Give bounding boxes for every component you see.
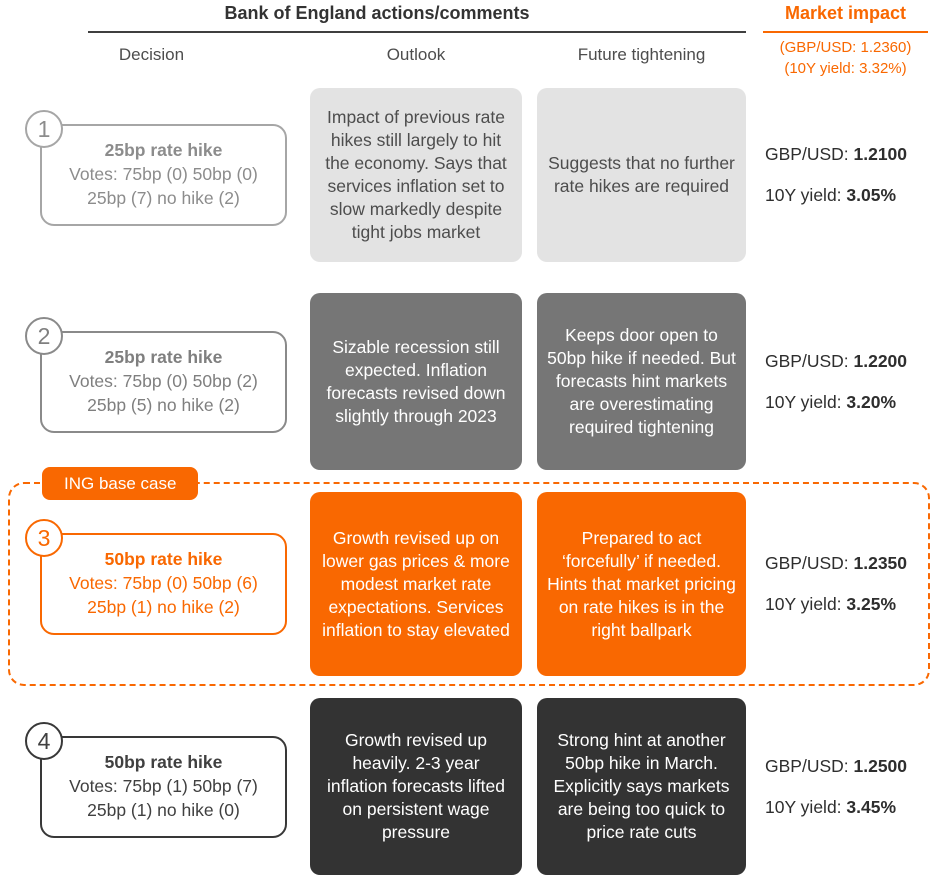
gbpusd-line: GBP/USD: 1.2200 [765,351,930,372]
yield-value: 3.20% [846,391,897,412]
decision-box: 4 50bp rate hike Votes: 75bp (1) 50bp (7… [25,721,287,838]
scenario-number-badge: 1 [25,110,63,148]
future-tightening-box: Keeps door open to 50bp hike if needed. … [537,293,746,470]
scenario-number-badge: 2 [25,316,63,355]
decision-cell: 2 25bp rate hike Votes: 75bp (0) 50bp (2… [8,316,295,433]
decision-box: 2 25bp rate hike Votes: 75bp (0) 50bp (2… [25,316,287,433]
decision-title: 25bp rate hike [104,346,223,367]
future-tightening-box: Strong hint at another 50bp hike in Marc… [537,698,746,875]
gbpusd-label: GBP/USD: [765,350,854,371]
future-tightening-box: Prepared to act ‘forcefully’ if needed. … [537,492,746,676]
yield-label: 10Y yield: [765,391,847,412]
outlook-text: Impact of previous rate hikes still larg… [325,107,507,242]
votes-line-1: Votes: 75bp (0) 50bp (0) [69,164,258,184]
scenario-number-badge: 4 [25,721,63,760]
decision-box: 3 50bp rate hike Votes: 75bp (0) 50bp (6… [25,519,287,635]
votes-line-2: 25bp (1) no hike (0) [87,799,240,820]
column-header-future-tightening: Future tightening [577,45,706,64]
market-impact-title: Market impact [784,3,907,23]
outlook-box: Sizable recession still expected. Inflat… [310,293,522,470]
future-tightening-text: Strong hint at another 50bp hike in Marc… [553,730,730,842]
header-underline [88,31,746,33]
scenario-row-4: 4 50bp rate hike Votes: 75bp (1) 50bp (7… [0,698,939,875]
outlook-text: Sizable recession still expected. Inflat… [326,336,506,426]
yield-line: 10Y yield: 3.05% [765,185,930,206]
market-impact-current-gbpusd: (GBP/USD: 1.2360) [779,39,912,56]
votes-line-2: 25bp (1) no hike (2) [87,597,240,617]
gbpusd-value: 1.2350 [853,553,908,573]
column-header-outlook: Outlook [386,45,446,64]
yield-value: 3.05% [846,185,897,205]
outlook-box: Growth revised up on lower gas prices & … [310,492,522,676]
market-impact-underline [763,31,928,33]
future-tightening-text: Keeps door open to 50bp hike if needed. … [547,325,736,437]
market-impact-cell: GBP/USD: 1.2500 10Y yield: 3.45% [761,756,930,818]
future-tightening-text: Prepared to act ‘forcefully’ if needed. … [547,527,736,640]
gbpusd-label: GBP/USD: [765,144,854,164]
market-impact-header-group: Market impact (GBP/USD: 1.2360) (10Y yie… [761,0,930,88]
gbpusd-label: GBP/USD: [765,755,854,776]
decision-title: 25bp rate hike [104,140,223,160]
decision-title: 50bp rate hike [104,549,223,569]
yield-value: 3.25% [846,594,897,614]
decision-cell: 4 50bp rate hike Votes: 75bp (1) 50bp (7… [8,721,295,838]
decision-cell: 3 50bp rate hike Votes: 75bp (0) 50bp (6… [8,519,295,635]
scenario-row-2: 2 25bp rate hike Votes: 75bp (0) 50bp (2… [0,293,939,470]
scenario-row-3: 3 50bp rate hike Votes: 75bp (0) 50bp (6… [0,492,939,676]
votes-line-1: Votes: 75bp (0) 50bp (6) [69,573,258,593]
future-tightening-box: Suggests that no further rate hikes are … [537,88,746,262]
market-impact-cell: GBP/USD: 1.2100 10Y yield: 3.05% [761,144,930,206]
votes-line-2: 25bp (7) no hike (2) [87,188,240,208]
base-case-wrapper: ING base case 3 50bp rate hike Votes: 75… [0,467,939,686]
gbpusd-label: GBP/USD: [765,553,854,573]
gbpusd-line: GBP/USD: 1.2500 [765,756,930,777]
yield-value: 3.45% [846,796,897,817]
votes-line-2: 25bp (5) no hike (2) [87,394,240,415]
market-impact-cell: GBP/USD: 1.2200 10Y yield: 3.20% [761,351,930,413]
yield-line: 10Y yield: 3.20% [765,392,930,413]
yield-line: 10Y yield: 3.25% [765,594,930,615]
column-headers: Decision Outlook Future tightening [8,33,746,65]
yield-label: 10Y yield: [765,594,847,614]
votes-line-1: Votes: 75bp (1) 50bp (7) [69,775,258,796]
market-impact-cell: GBP/USD: 1.2350 10Y yield: 3.25% [761,553,930,615]
gbpusd-value: 1.2200 [853,350,908,371]
outlook-box: Impact of previous rate hikes still larg… [310,88,522,262]
outlook-box: Growth revised up heavily. 2-3 year infl… [310,698,522,875]
yield-label: 10Y yield: [765,796,847,817]
yield-line: 10Y yield: 3.45% [765,797,930,818]
decision-title: 50bp rate hike [104,751,223,772]
outlook-text: Growth revised up heavily. 2-3 year infl… [326,730,505,842]
market-impact-current-yield: (10Y yield: 3.32%) [784,60,907,77]
yield-label: 10Y yield: [765,185,847,205]
decision-box: 1 25bp rate hike Votes: 75bp (0) 50bp (0… [25,110,287,226]
gbpusd-value: 1.2100 [853,144,908,164]
table-header: Bank of England actions/comments Decisio… [0,0,939,88]
base-case-tag: ING base case [42,467,199,500]
outlook-text: Growth revised up on lower gas prices & … [322,527,510,640]
gbpusd-line: GBP/USD: 1.2100 [765,144,930,165]
boe-header-group: Bank of England actions/comments Decisio… [8,0,746,88]
future-tightening-text: Suggests that no further rate hikes are … [548,153,735,196]
main-title: Bank of England actions/comments [224,3,530,23]
scenario-row-1: 1 25bp rate hike Votes: 75bp (0) 50bp (0… [0,88,939,262]
gbpusd-value: 1.2500 [853,755,908,776]
gbpusd-line: GBP/USD: 1.2350 [765,553,930,574]
decision-cell: 1 25bp rate hike Votes: 75bp (0) 50bp (0… [8,110,295,226]
votes-line-1: Votes: 75bp (0) 50bp (2) [69,370,258,391]
column-header-decision: Decision [118,45,185,64]
scenario-number-badge: 3 [25,519,63,557]
